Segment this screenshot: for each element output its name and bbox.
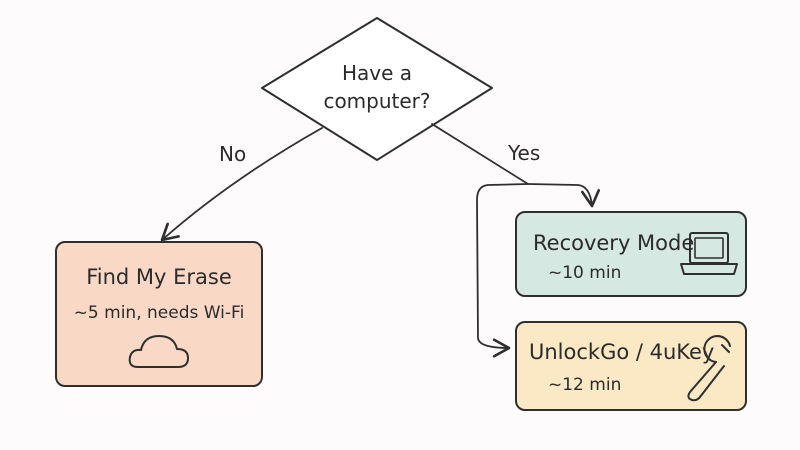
node-recovery-mode-title: Recovery Mode: [533, 231, 694, 255]
edge-yes-to-recovery-arrow: [527, 183, 601, 208]
node-unlockgo-4ukey: UnlockGo / 4uKey ~12 min: [515, 321, 747, 411]
decision-diamond-shape: [261, 17, 493, 161]
decision-node: Have a computer?: [261, 17, 493, 161]
decision-text-line1: Have a: [342, 61, 412, 85]
edge-no-arrow: [160, 127, 323, 242]
node-unlockgo-4ukey-box: [515, 321, 747, 411]
node-find-my-erase: Find My Erase ~5 min, needs Wi-Fi: [55, 241, 263, 387]
node-find-my-erase-subtitle: ~5 min, needs Wi-Fi: [74, 303, 245, 323]
edge-yes-label: Yes: [507, 141, 540, 165]
node-recovery-mode: Recovery Mode ~10 min: [515, 211, 747, 297]
edge-yes-to-unlockgo-arrow: [476, 183, 529, 358]
edge-no-label: No: [219, 142, 246, 166]
node-find-my-erase-box: [55, 241, 263, 387]
wrench-icon: [687, 335, 731, 402]
node-unlockgo-4ukey-subtitle: ~12 min: [548, 375, 621, 395]
node-find-my-erase-title: Find My Erase: [86, 265, 232, 289]
edge-yes-line: [431, 123, 529, 185]
node-unlockgo-4ukey-title: UnlockGo / 4uKey: [529, 340, 714, 364]
laptop-icon: [680, 232, 738, 275]
node-recovery-mode-subtitle: ~10 min: [548, 263, 621, 283]
decision-text-line2: computer?: [323, 89, 430, 113]
cloud-icon: [128, 335, 189, 368]
